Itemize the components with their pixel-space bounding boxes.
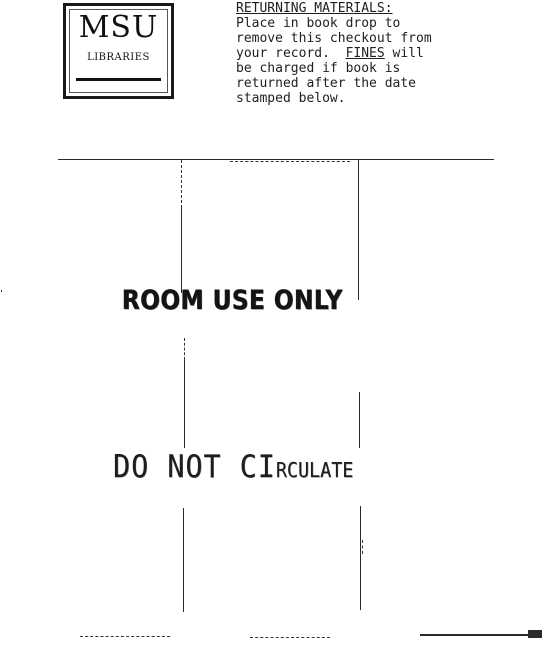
room-use-only-stamp: ROOM USE ONLY [122,285,343,316]
bottom-divider-left [80,636,170,637]
bottom-divider-right [420,634,528,636]
right-column-line-lower [359,392,360,448]
left-column-line-dashed [181,160,182,208]
instructions-line-3-post: will [384,46,424,61]
do-not-circulate-stamp: DO NOT CIRCULATE [113,449,353,485]
instructions-line-4: be charged if book is [236,61,401,76]
left-column-line-mid [184,338,185,360]
right-column-line-bottom [360,506,361,610]
returning-materials-instructions: RETURNING MATERIALS: Place in book drop … [236,1,536,106]
logo-inner-border [69,9,168,93]
top-divider-dashes [230,161,350,162]
top-divider [58,159,494,160]
instructions-line-5: returned after the date [236,76,417,91]
bottom-right-corner-mark [528,630,542,638]
instructions-fines-word: FINES [345,46,385,61]
right-column-line-dash [362,540,363,554]
left-column-line-upper [181,205,182,293]
instructions-heading: RETURNING MATERIALS: [236,1,393,16]
do-not-circulate-stamp-main: DO NOT CI [113,449,276,485]
logo-msu-text: MSU [78,10,159,45]
left-column-line-lower [184,360,185,448]
left-margin-mark [1,290,2,292]
logo-libraries-text: LIBRARIES [87,52,150,63]
logo-underline [76,78,161,81]
bottom-divider-mid [250,637,330,638]
do-not-circulate-stamp-tail: RCULATE [275,458,354,482]
instructions-line-6: stamped below. [236,91,346,106]
msu-libraries-logo: MSU LIBRARIES [63,3,174,99]
instructions-line-3-pre: your record. [236,46,346,61]
instructions-line-2: remove this checkout from [236,31,432,46]
instructions-line-1: Place in book drop to [236,16,401,31]
right-column-line-upper [358,160,359,300]
left-column-line-bottom [183,508,184,612]
